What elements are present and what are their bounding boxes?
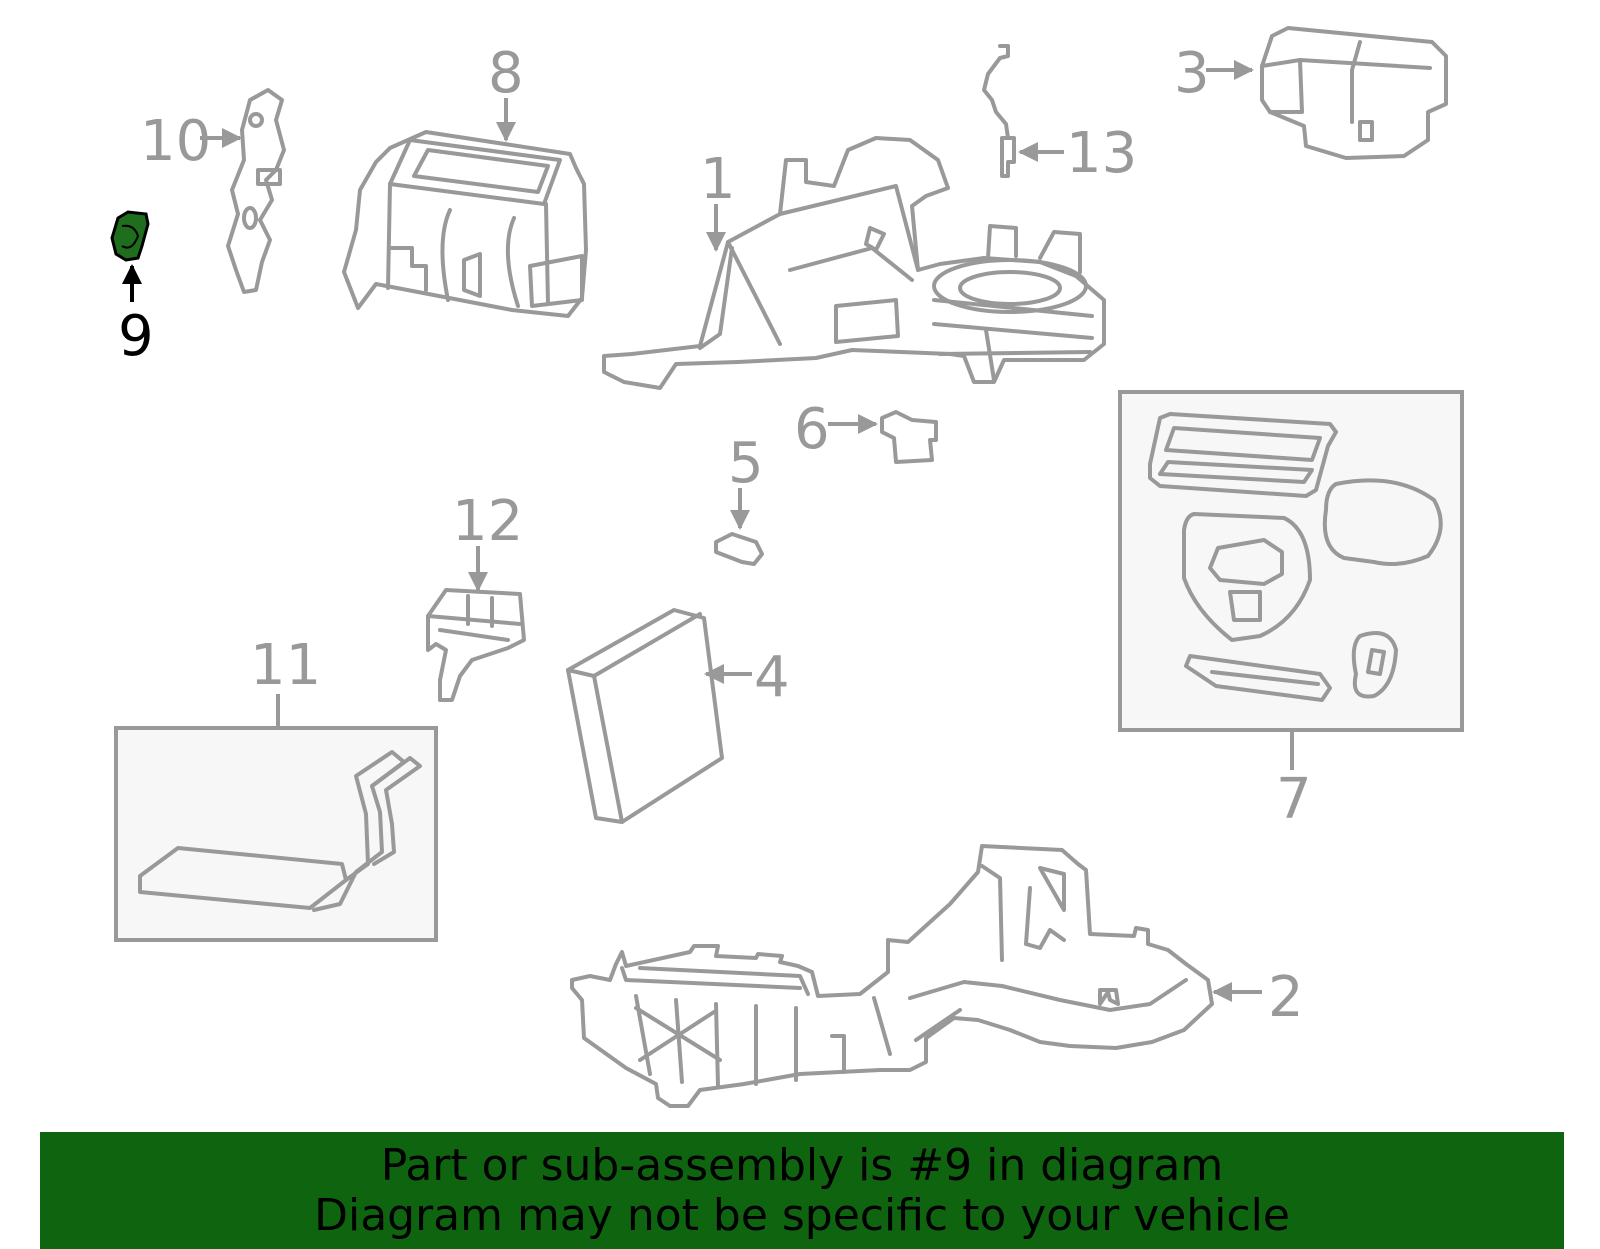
- callout-8: 8: [488, 41, 524, 106]
- part-11-heater-core[interactable]: [138, 750, 422, 912]
- part-10-bracket[interactable]: [226, 88, 286, 294]
- callout-3: 3: [1174, 41, 1210, 106]
- banner-line-1: Part or sub-assembly is #9 in diagram: [380, 1139, 1224, 1191]
- banner-line-2: Diagram may not be specific to your vehi…: [314, 1189, 1290, 1241]
- callout-11: 11: [250, 633, 321, 698]
- part-13-sensor[interactable]: [982, 44, 1016, 178]
- part-2-case-lower[interactable]: [570, 844, 1214, 1108]
- callout-6: 6: [794, 397, 830, 462]
- part-9-actuator[interactable]: [110, 210, 150, 262]
- part-3-blower[interactable]: [1260, 26, 1448, 160]
- callout-13: 13: [1066, 121, 1137, 186]
- callout-2: 2: [1268, 965, 1304, 1030]
- info-banner: Part or sub-assembly is #9 in diagram Di…: [40, 1132, 1564, 1249]
- callout-4: 4: [754, 645, 790, 710]
- part-6-clip[interactable]: [880, 410, 938, 464]
- part-7-seals-kit[interactable]: [1148, 412, 1443, 702]
- callout-1: 1: [700, 147, 736, 212]
- part-4-evaporator[interactable]: [566, 608, 724, 824]
- part-5-grommet[interactable]: [714, 532, 764, 566]
- callout-12: 12: [452, 489, 523, 554]
- callout-10: 10: [140, 109, 211, 174]
- callout-5: 5: [728, 431, 764, 496]
- part-1-case-upper[interactable]: [602, 136, 1106, 390]
- callout-9: 9: [118, 304, 154, 369]
- part-8-housing[interactable]: [342, 130, 588, 318]
- callout-7: 7: [1276, 767, 1312, 832]
- part-12-bracket[interactable]: [426, 588, 526, 702]
- part-11-box: [114, 726, 438, 942]
